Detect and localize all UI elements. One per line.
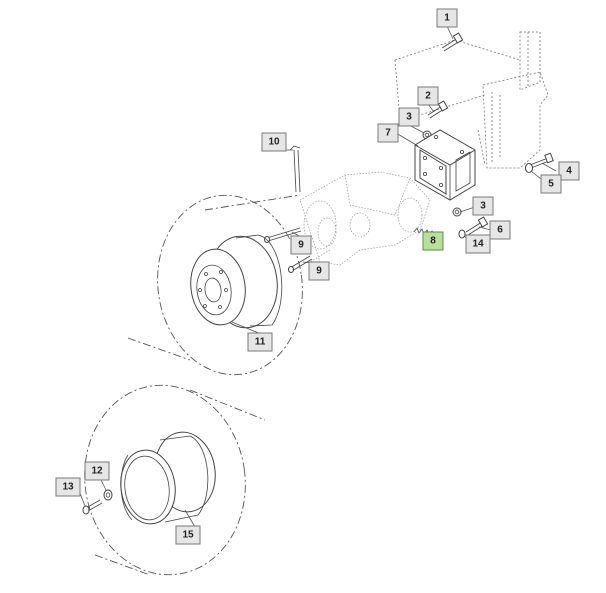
callout-6[interactable]: 6 bbox=[489, 220, 511, 240]
washer-part-5 bbox=[525, 163, 533, 173]
wheel-rim-part-11 bbox=[190, 234, 283, 329]
callout-4[interactable]: 4 bbox=[558, 161, 580, 181]
callout-2[interactable]: 2 bbox=[417, 86, 439, 106]
axle-housing-ghost bbox=[299, 171, 431, 273]
bolt-part-6 bbox=[465, 216, 489, 236]
callout-10[interactable]: 10 bbox=[261, 132, 287, 152]
callout-12[interactable]: 12 bbox=[84, 461, 110, 481]
nut-part-12 bbox=[103, 489, 113, 501]
frame-chassis bbox=[394, 31, 549, 169]
callout-5[interactable]: 5 bbox=[540, 174, 562, 194]
tire-outline-lower bbox=[84, 384, 266, 576]
callout-9-lower[interactable]: 9 bbox=[308, 261, 330, 281]
callout-15[interactable]: 15 bbox=[175, 525, 201, 545]
callout-3-lower[interactable]: 3 bbox=[472, 196, 494, 216]
bolt-part-4 bbox=[529, 152, 554, 169]
callout-3-upper[interactable]: 3 bbox=[398, 107, 420, 127]
callout-8[interactable]: 8 bbox=[422, 231, 444, 251]
cover-plate-part-7 bbox=[414, 129, 476, 201]
rod-part-10 bbox=[289, 145, 301, 193]
callout-7[interactable]: 7 bbox=[377, 123, 399, 143]
bolt-part-2 bbox=[427, 100, 449, 119]
callout-13[interactable]: 13 bbox=[55, 477, 81, 497]
nut-part-3-lower bbox=[452, 207, 462, 217]
bolt-part-1 bbox=[441, 32, 464, 52]
bolt-part-14 bbox=[458, 229, 466, 239]
wheel-rim-part-15 bbox=[120, 431, 216, 525]
stud-part-9-lower bbox=[288, 255, 313, 273]
callout-1[interactable]: 1 bbox=[436, 8, 458, 28]
callout-9-upper[interactable]: 9 bbox=[290, 235, 312, 255]
callout-14[interactable]: 14 bbox=[465, 234, 491, 254]
bolt-part-13 bbox=[82, 499, 103, 515]
callout-11[interactable]: 11 bbox=[247, 332, 273, 352]
